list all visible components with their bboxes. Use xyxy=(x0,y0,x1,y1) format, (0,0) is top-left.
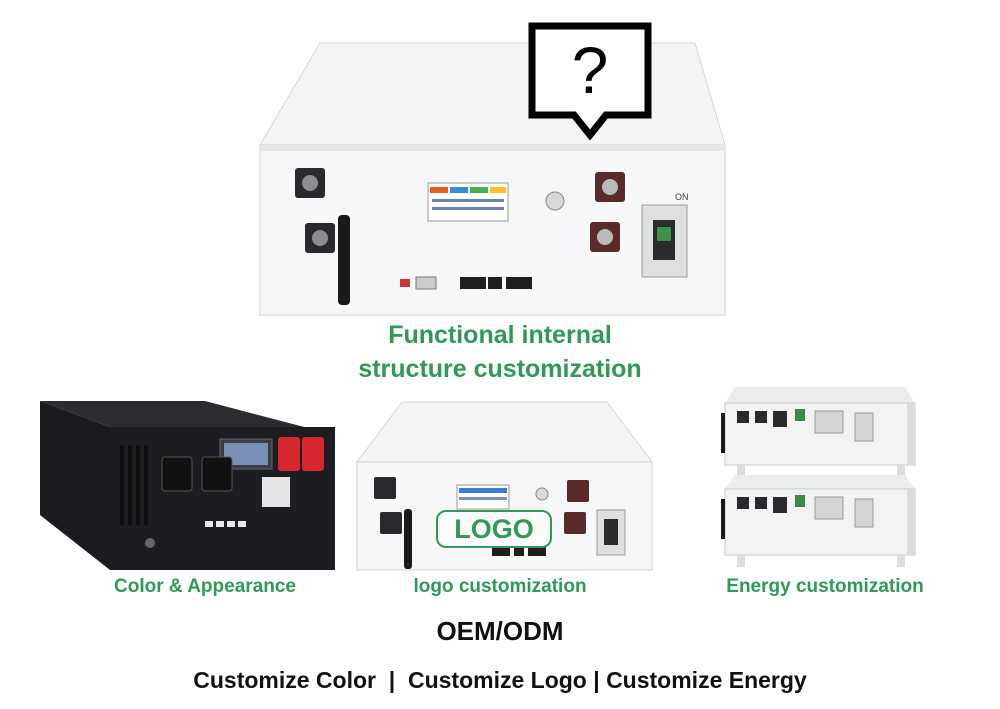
negative-terminal-icon xyxy=(564,512,586,534)
caption-energy: Energy customization xyxy=(726,576,924,597)
black-battery-image xyxy=(40,401,335,570)
red-terminal-icon xyxy=(302,437,324,471)
question-bubble-icon xyxy=(528,22,652,140)
breaker-label: ON xyxy=(675,192,689,202)
main-caption: Functional internal structure customizat… xyxy=(300,318,700,386)
positive-terminal-icon xyxy=(567,480,589,502)
handle-icon xyxy=(338,215,350,305)
breaker-switch-icon xyxy=(262,477,290,507)
negative-terminal-icon xyxy=(590,222,620,252)
oem-odm-title: OEM/ODM xyxy=(436,616,564,646)
breaker-switch-icon xyxy=(641,204,688,278)
terminal-icon xyxy=(374,477,396,499)
terminal-icon xyxy=(380,512,402,534)
terminal-icon xyxy=(201,456,233,492)
ports-row xyxy=(400,276,532,290)
stacked-battery-image xyxy=(721,387,916,567)
main-caption-line2: structure customization xyxy=(358,355,642,383)
terminal-icon xyxy=(295,168,325,198)
terminal-icon xyxy=(161,456,193,492)
positive-terminal-icon xyxy=(595,172,625,202)
logo-badge: LOGO xyxy=(436,510,552,548)
caption-color: Color & Appearance xyxy=(114,576,296,597)
logo-battery-image xyxy=(356,401,653,571)
main-caption-line1: Functional internal xyxy=(388,321,612,349)
caption-logo: logo customization xyxy=(413,576,587,597)
main-battery-image xyxy=(259,42,726,316)
question-mark: ? xyxy=(571,33,609,107)
display-panel xyxy=(427,182,509,222)
red-terminal-icon xyxy=(278,437,300,471)
tagline: Customize Color | Customize Logo | Custo… xyxy=(193,667,807,693)
knob-icon xyxy=(545,191,565,211)
terminal-icon xyxy=(305,223,335,253)
